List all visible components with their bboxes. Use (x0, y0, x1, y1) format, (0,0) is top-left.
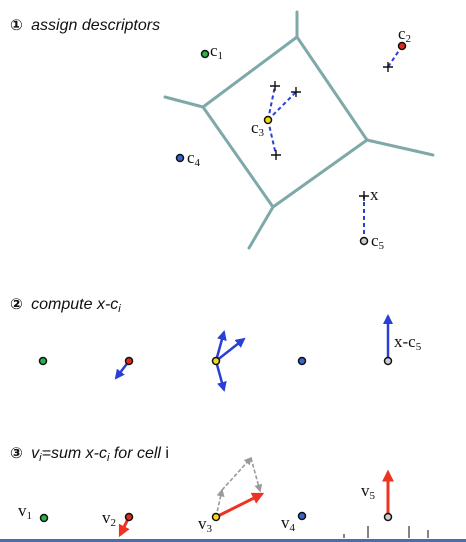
label-c1: c1 (210, 41, 223, 62)
center-c3 (211, 512, 221, 522)
cluster-centers (175, 41, 407, 246)
label-v2: v2 (102, 508, 116, 529)
sum-arrow (215, 492, 265, 519)
descriptor-cross (359, 191, 369, 201)
bottom-bar (0, 539, 466, 542)
step2-panel: ② compute x-ci x-c5 (10, 295, 422, 392)
residual-arrows (114, 314, 393, 392)
label-c2: c2 (398, 24, 411, 45)
label-v3: v3 (198, 514, 213, 535)
voronoi-edges (163, 10, 435, 250)
center-c3 (211, 356, 221, 366)
assign-line (267, 85, 276, 121)
step1-title-text: assign descriptors (31, 17, 160, 34)
label-x-minus-c5: x-c5 (394, 332, 422, 353)
step3-centers (39, 511, 393, 523)
voronoi-edge (163, 95, 205, 109)
label-v1: v1 (18, 501, 32, 522)
step3-number: ③ (10, 444, 23, 462)
voronoi-edge (271, 138, 369, 209)
descriptor-cross (383, 62, 393, 72)
descriptor-cross (291, 87, 301, 97)
voronoi-edge (295, 35, 369, 142)
center-c5 (383, 356, 393, 366)
component-arrows (215, 456, 263, 518)
sum-arrows (118, 469, 394, 538)
label-c5: c5 (371, 231, 385, 252)
label-x: x (370, 185, 379, 204)
descriptors (270, 62, 393, 201)
center-c1 (38, 356, 48, 366)
step3-panel: ③ vi=sum x-ci for cell i (10, 444, 429, 538)
residual-arrow (214, 360, 227, 392)
label-v4: v4 (281, 513, 296, 534)
assign-line (267, 119, 277, 156)
center-c4 (297, 511, 307, 521)
descriptor-cross (270, 81, 280, 91)
voronoi-edge (201, 35, 299, 109)
descriptor-cross (271, 150, 281, 160)
residual-arrow (214, 330, 227, 362)
center-c5 (383, 512, 393, 522)
step1-number: ① (10, 16, 23, 34)
step3-title: ③ vi=sum x-ci for cell i (10, 444, 169, 464)
baseline-ticks (343, 526, 429, 538)
center-c4 (297, 356, 307, 366)
step1-panel: ① assign descriptors (10, 10, 435, 252)
step2-number: ② (10, 295, 23, 313)
component-arrow (250, 457, 263, 493)
label-c4: c4 (187, 148, 201, 169)
center-c4 (175, 153, 185, 163)
component-arrow (221, 456, 253, 491)
center-c2 (397, 41, 407, 51)
center-c1 (200, 49, 210, 59)
assignment-lines (267, 45, 403, 241)
assign-line (387, 45, 403, 68)
center-c5 (359, 236, 369, 246)
label-c3: c3 (251, 118, 265, 139)
step2-title: ② compute x-ci (10, 295, 121, 315)
center-c3 (263, 115, 273, 125)
label-v5: v5 (361, 481, 376, 502)
residual-arrow (215, 337, 246, 362)
voronoi-edge (247, 205, 275, 250)
component-arrow (215, 488, 225, 518)
voronoi-edge (201, 105, 275, 209)
center-c2 (124, 512, 134, 522)
step2-centers (38, 356, 393, 366)
center-c1 (39, 513, 49, 523)
center-c2 (124, 356, 134, 366)
step1-title: ① assign descriptors (10, 16, 160, 34)
voronoi-edge (365, 138, 435, 157)
